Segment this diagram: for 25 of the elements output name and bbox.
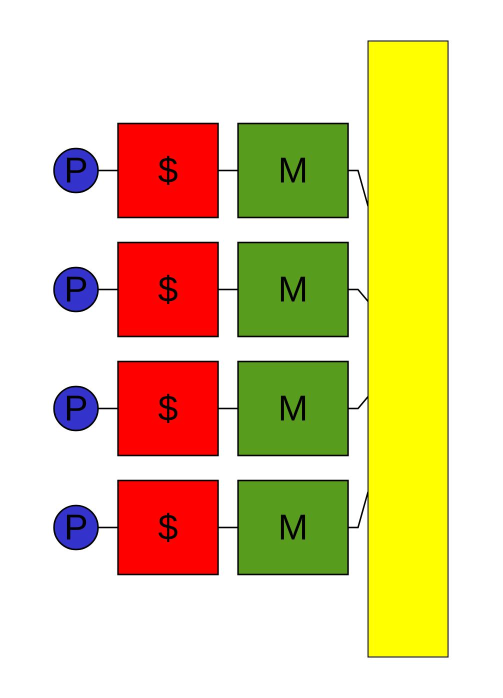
node-box: M [238,242,350,338]
node-box: M [238,360,350,456]
connector [218,526,239,528]
connector [98,526,118,528]
connector [98,408,118,410]
node-circle: P [54,386,100,432]
node-box: $ [118,122,220,218]
connector [98,288,118,290]
connector [348,170,370,206]
connector [98,170,118,172]
node-circle: P [54,504,100,550]
connector [218,288,239,290]
connector [218,170,239,172]
connector [348,396,370,410]
node-box: $ [118,480,220,576]
connector [348,288,370,302]
connector [348,492,370,528]
node-circle: P [54,266,100,312]
node-box: $ [118,242,220,338]
node-bar [368,40,450,658]
node-circle: P [54,148,100,194]
node-box: $ [118,360,220,456]
connector [218,408,239,410]
node-box: M [238,480,350,576]
node-box: M [238,122,350,218]
